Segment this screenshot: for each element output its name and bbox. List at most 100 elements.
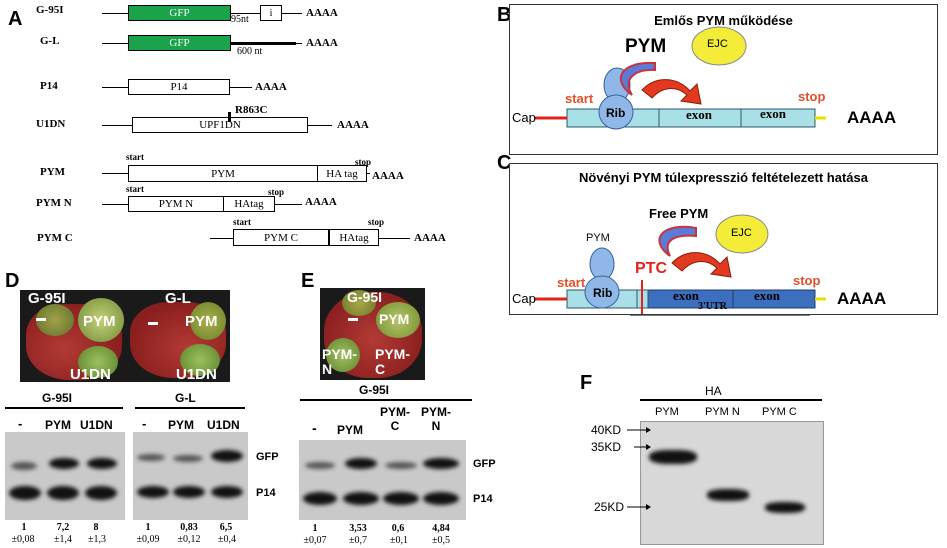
quant-value: 1 (305, 523, 325, 535)
lane-label: U1DN (80, 418, 113, 432)
leaf-dash (348, 318, 358, 321)
pym-label: PYM (625, 36, 666, 58)
construct-label: G-L (40, 35, 60, 47)
construct-label: U1DN (36, 118, 65, 130)
lane-label: PYM- N (421, 405, 451, 433)
quant-error: ±1,4 (48, 534, 78, 546)
start-label: start (126, 184, 144, 194)
quant-value: 0,6 (385, 523, 411, 535)
ptc-label: PTC (635, 260, 667, 278)
start-label: start (233, 217, 251, 227)
marker-label: 35KD (591, 440, 621, 454)
exon-label: exon (673, 288, 699, 304)
exon-label: exon (686, 107, 712, 123)
ejc-label: EJC (707, 38, 728, 50)
panel-b-frame: Emlős PYM működése PYM EJC Rib Cap start… (509, 4, 938, 155)
leaf-label: U1DN (176, 366, 217, 383)
panel-c-frame: Növényi PYM túlexpresszió feltételezett … (509, 163, 938, 315)
construct-label: PYM (40, 166, 65, 178)
antibody-label: HA (705, 384, 722, 398)
lane-label: PYM (655, 406, 679, 418)
mutation-label: R863C (235, 104, 267, 116)
leaf-label: G-95I (28, 290, 66, 307)
quant-value: 1 (138, 522, 158, 534)
band-label-p14: P14 (256, 487, 276, 499)
lane-label: - (18, 416, 22, 431)
quant-error: ±0,5 (425, 535, 457, 547)
hatag-box: HAtag (223, 196, 275, 212)
polya-tail: AAAA (306, 37, 338, 49)
band-label-p14: P14 (473, 493, 493, 505)
band-label-gfp: GFP (256, 451, 279, 463)
leaf-label: PYM- C (375, 347, 415, 377)
pym-label: PYM (586, 232, 610, 244)
hatag-box: HAtag (329, 229, 379, 246)
group-label: G-95I (42, 391, 72, 405)
panel-letter-e: E (301, 270, 314, 293)
stop-label: stop (793, 273, 820, 288)
quant-value: 3,53 (343, 523, 373, 535)
polya-tail: AAAA (372, 170, 404, 182)
marker-label: 25KD (594, 500, 624, 514)
leaf-dash (148, 322, 158, 325)
quant-value: 6,5 (214, 522, 238, 534)
band-label-gfp: GFP (473, 458, 496, 470)
p14-box: P14 (128, 79, 230, 95)
western-blot (640, 421, 824, 545)
rib-label: Rib (606, 106, 625, 120)
quant-error: ±0,4 (212, 534, 242, 546)
polya-label: AAAA (837, 289, 886, 309)
group-label: G-95I (359, 383, 389, 397)
lane-label: PYM C (762, 406, 797, 418)
stop-label: stop (368, 217, 384, 227)
construct-sub-label: 600 nt (237, 46, 262, 57)
free-pym-label: Free PYM (649, 206, 708, 221)
lane-label: - (312, 420, 317, 436)
leaf-dash (36, 318, 46, 321)
lane-label: PYM (45, 418, 71, 432)
panel-letter-f: F (580, 372, 592, 395)
quant-value: 4,84 (425, 523, 457, 535)
construct-sub-label: 95nt (231, 14, 249, 25)
exon-label: exon (760, 106, 786, 122)
group-label: G-L (175, 391, 196, 405)
exon-label: exon (754, 288, 780, 304)
cap-label: Cap (512, 291, 536, 306)
polya-tail: AAAA (255, 81, 287, 93)
quant-error: ±1,3 (82, 534, 112, 546)
rib-label: Rib (593, 286, 612, 300)
panel-letter-a: A (8, 8, 22, 31)
panel-b-diagram (510, 5, 939, 156)
pym-box: PYM (128, 165, 318, 182)
upf1dn-box: UPF1DN (132, 117, 308, 133)
marker-label: 40KD (591, 423, 621, 437)
northern-blot (5, 432, 125, 520)
lane-label: PYM- C (380, 405, 410, 433)
polya-tail: AAAA (306, 7, 338, 19)
leaf-label: PYM (83, 313, 116, 330)
leaf-label: PYM (185, 313, 218, 330)
northern-blot (299, 440, 466, 520)
quant-error: ±0,07 (298, 535, 332, 547)
polya-label: AAAA (847, 108, 896, 128)
quant-value: 8 (86, 522, 106, 534)
polya-tail: AAAA (414, 232, 446, 244)
marker-arrows (622, 424, 652, 514)
lane-label: - (142, 416, 146, 431)
start-label: start (126, 152, 144, 162)
construct-label: P14 (40, 80, 58, 92)
construct-label: PYM C (37, 232, 73, 244)
quant-error: ±0,7 (341, 535, 375, 547)
stop-label: stop (798, 89, 825, 104)
lane-label: PYM (337, 423, 363, 437)
construct-label: PYM N (36, 197, 72, 209)
intron-box: i (260, 5, 282, 21)
ejc-label: EJC (731, 227, 752, 239)
northern-blot (133, 432, 248, 520)
polya-tail: AAAA (337, 119, 369, 131)
pym-c-box: PYM C (233, 229, 329, 246)
lane-label: U1DN (207, 418, 240, 432)
hatag-box: HA tag (317, 165, 367, 182)
quant-error: ±0,1 (383, 535, 415, 547)
leaf-label: U1DN (70, 366, 111, 383)
